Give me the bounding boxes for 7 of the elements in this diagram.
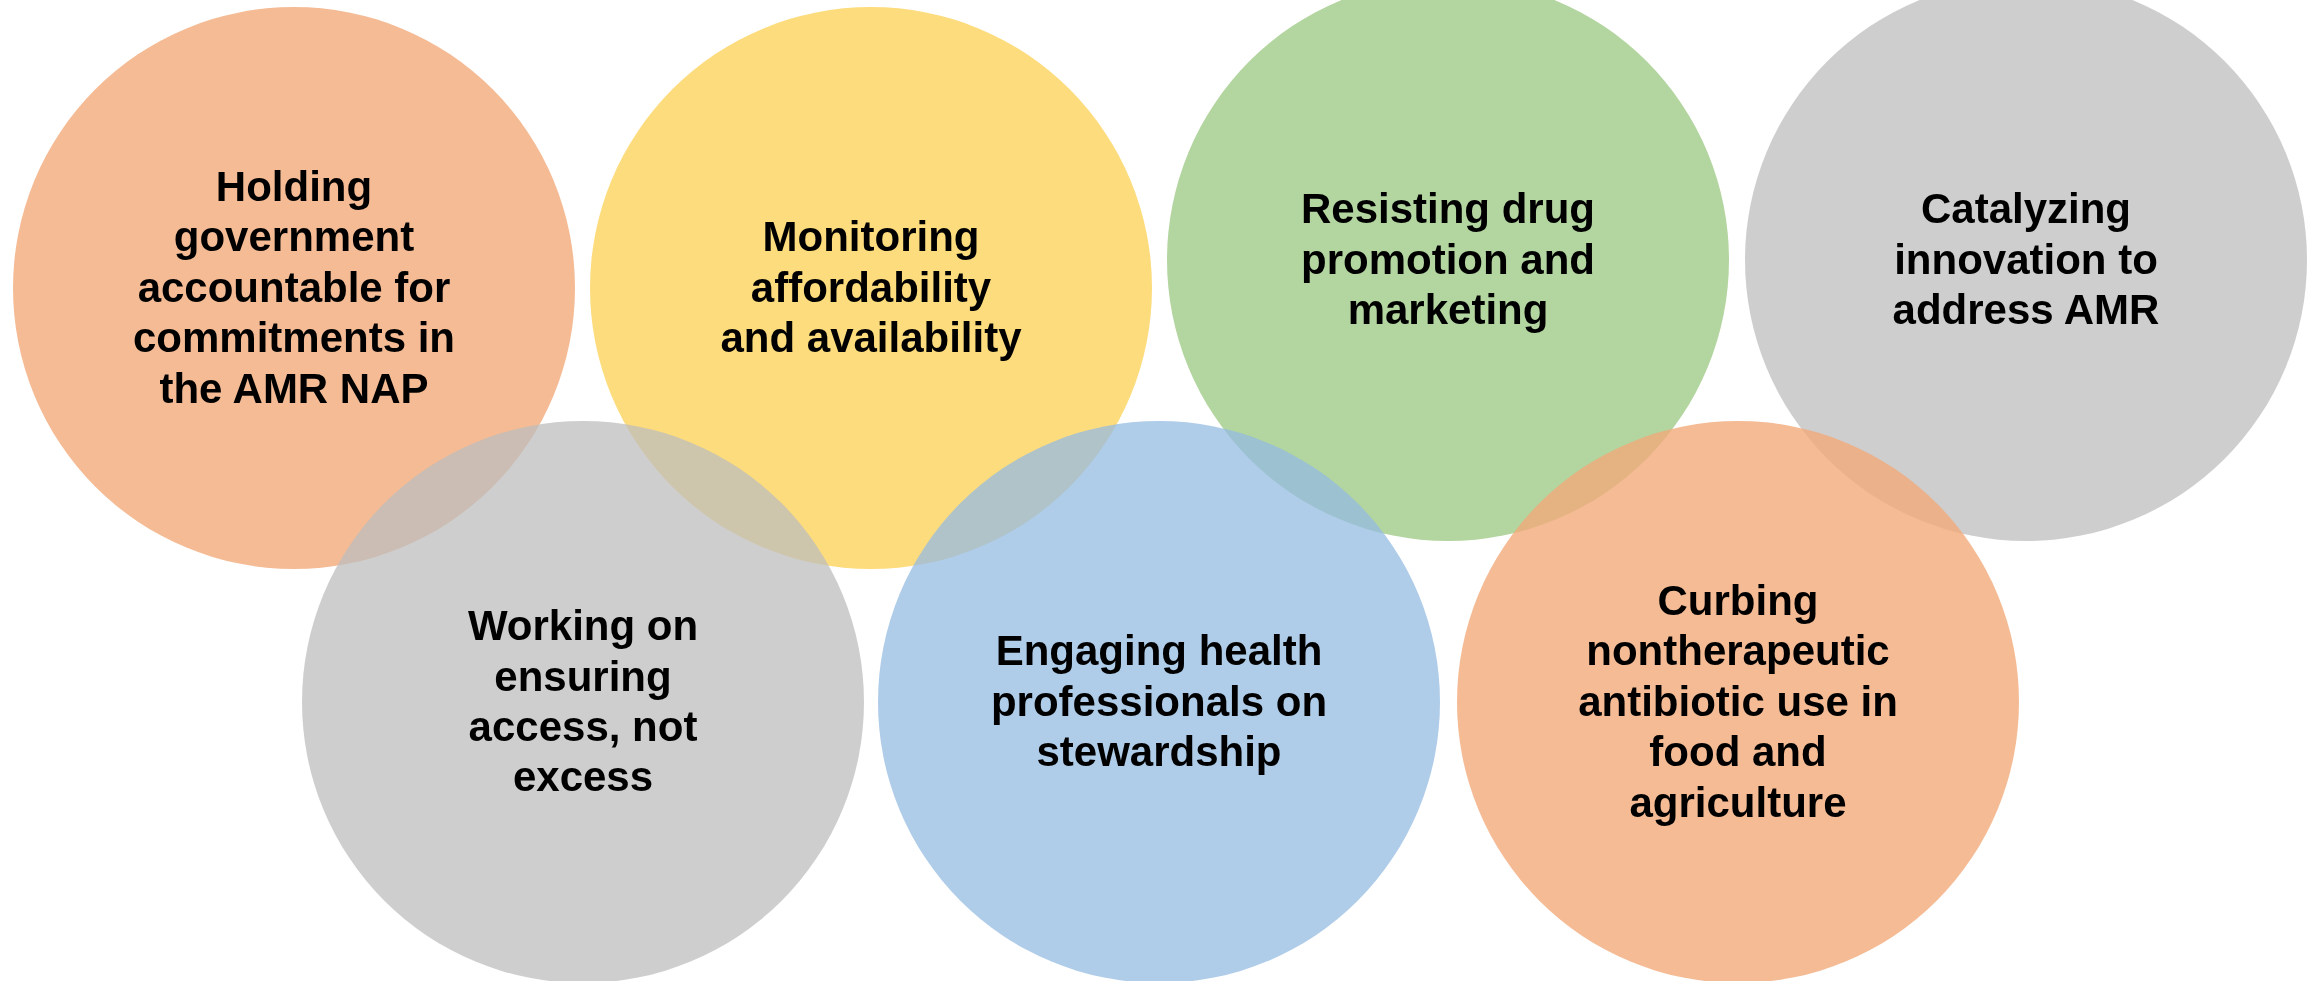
circle-text: Resisting drug promotion and marketing bbox=[1300, 184, 1596, 336]
circle-text: Monitoring affordability and availability bbox=[719, 212, 1023, 364]
circle-text: Engaging health professionals on stewardship bbox=[989, 626, 1329, 778]
circle-text: Curbing nontherapeutic antibiotic use in food and agriculture bbox=[1577, 576, 1899, 828]
circle-text: Holding government accountable for commitments in the AMR NAP bbox=[131, 162, 457, 414]
circle-text: Catalyzing innovation to address AMR bbox=[1891, 184, 2161, 336]
circle-text: Working on ensuring access, not excess bbox=[466, 601, 700, 803]
